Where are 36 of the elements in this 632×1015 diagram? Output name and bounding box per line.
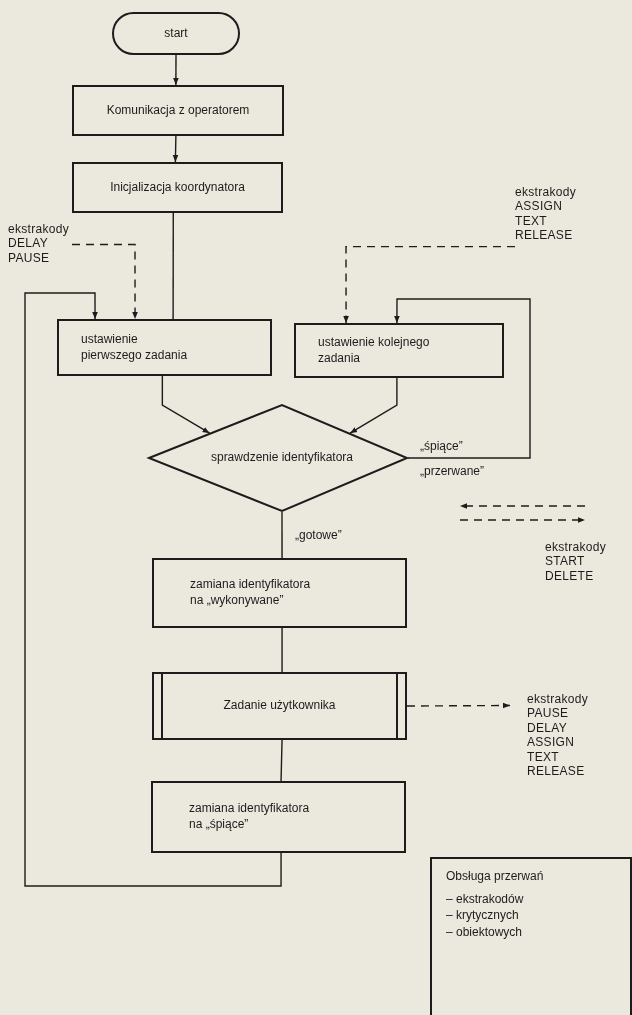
dashed-arrow [343,245,516,324]
dashed-arrow [459,517,586,523]
dashed-arrow [406,702,511,709]
connector-line [281,511,283,559]
arrow [161,375,211,434]
edge-label: „gotowe” [293,528,344,542]
process-box: ustawienie kolejnego zadania [294,323,504,378]
decision-diamond: sprawdzenie identyfikatora [148,404,408,512]
connector-line [280,739,283,782]
edge-label: „śpiące” [418,439,465,453]
extracode-note: ekstrakody ASSIGN TEXT RELEASE [515,185,577,243]
interrupt-handling-panel [430,857,632,1015]
dashed-arrow [71,243,138,320]
process-box: Komunikacja z operatorem [72,85,284,136]
arrow [173,54,179,86]
dashed-arrow [459,503,586,509]
arrow [394,298,531,459]
connector-line [281,627,283,673]
process-box: ustawienie pierwszego zadania [57,319,272,376]
list-item: – krytycznych [446,908,520,924]
extracode-note: ekstrakody START DELETE [545,540,607,584]
extracode-note: ekstrakody PAUSE DELAY ASSIGN TEXT RELEASE [510,692,589,779]
start-terminator: start [112,12,240,55]
process-box: Inicjalizacja koordynatora [72,162,283,213]
arrow [24,292,282,887]
process-box: zamiana identyfikatora na „śpiące” [151,781,406,853]
list-item: – obiektowych [446,924,524,941]
process-box: zamiana identyfikatora na „wykonywane” [152,558,407,628]
extracode-note: ekstrakody DELAY PAUSE [8,222,70,266]
list-item: – ekstrakodów [446,891,525,908]
state-label: „przerwane” [418,464,487,478]
subroutine-box: Zadanie użytkownika [152,672,407,740]
arrow [349,377,398,434]
arrow [172,135,179,163]
panel-heading: Obsługa przerwań [446,869,545,885]
connector-line [172,212,174,320]
